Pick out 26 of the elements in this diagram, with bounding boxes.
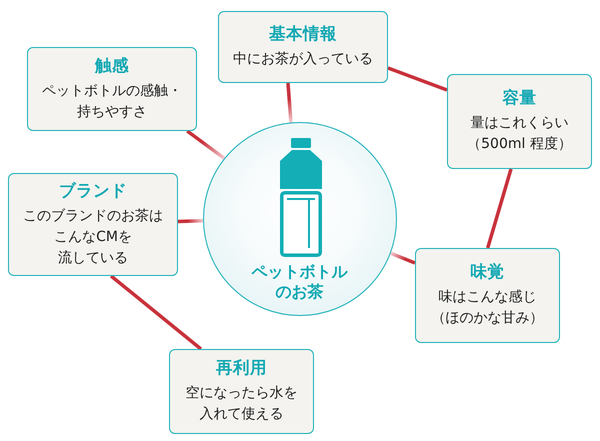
topic-box — [447, 74, 592, 169]
topic-box — [415, 248, 560, 343]
box-text: 空になったら水を入れて使える — [184, 384, 298, 424]
box-text: このブランドのお茶はこんなCMを流している — [22, 206, 164, 268]
box-text: 味はこんな感じ（ほのかな甘み） — [430, 288, 544, 328]
connector-line — [110, 274, 202, 350]
connector-line — [178, 219, 204, 224]
box-heading: 容量 — [502, 87, 536, 109]
circle-label: ペットボトルのお茶 — [250, 262, 349, 302]
connector-line — [186, 130, 226, 160]
topic-box — [169, 349, 314, 434]
box-heading: 基本情報 — [269, 23, 337, 45]
box-heading: 再利用 — [216, 357, 267, 379]
connector-line — [286, 82, 293, 123]
box-text: ペットボトルの感触・持ちやすさ — [41, 82, 183, 122]
topic-box — [8, 173, 178, 276]
box-text: 中にお茶が入っている — [233, 50, 373, 69]
box-heading: ブランド — [59, 180, 127, 202]
topic-box — [27, 47, 197, 131]
topic-box — [218, 11, 388, 83]
connector-line — [387, 66, 448, 92]
box-heading: 味覚 — [470, 261, 504, 283]
box-text: 量はこれくらい（500ml 程度） — [466, 114, 573, 154]
connector-line — [486, 168, 513, 248]
box-heading: 触感 — [95, 54, 129, 76]
connector-line — [390, 252, 416, 265]
